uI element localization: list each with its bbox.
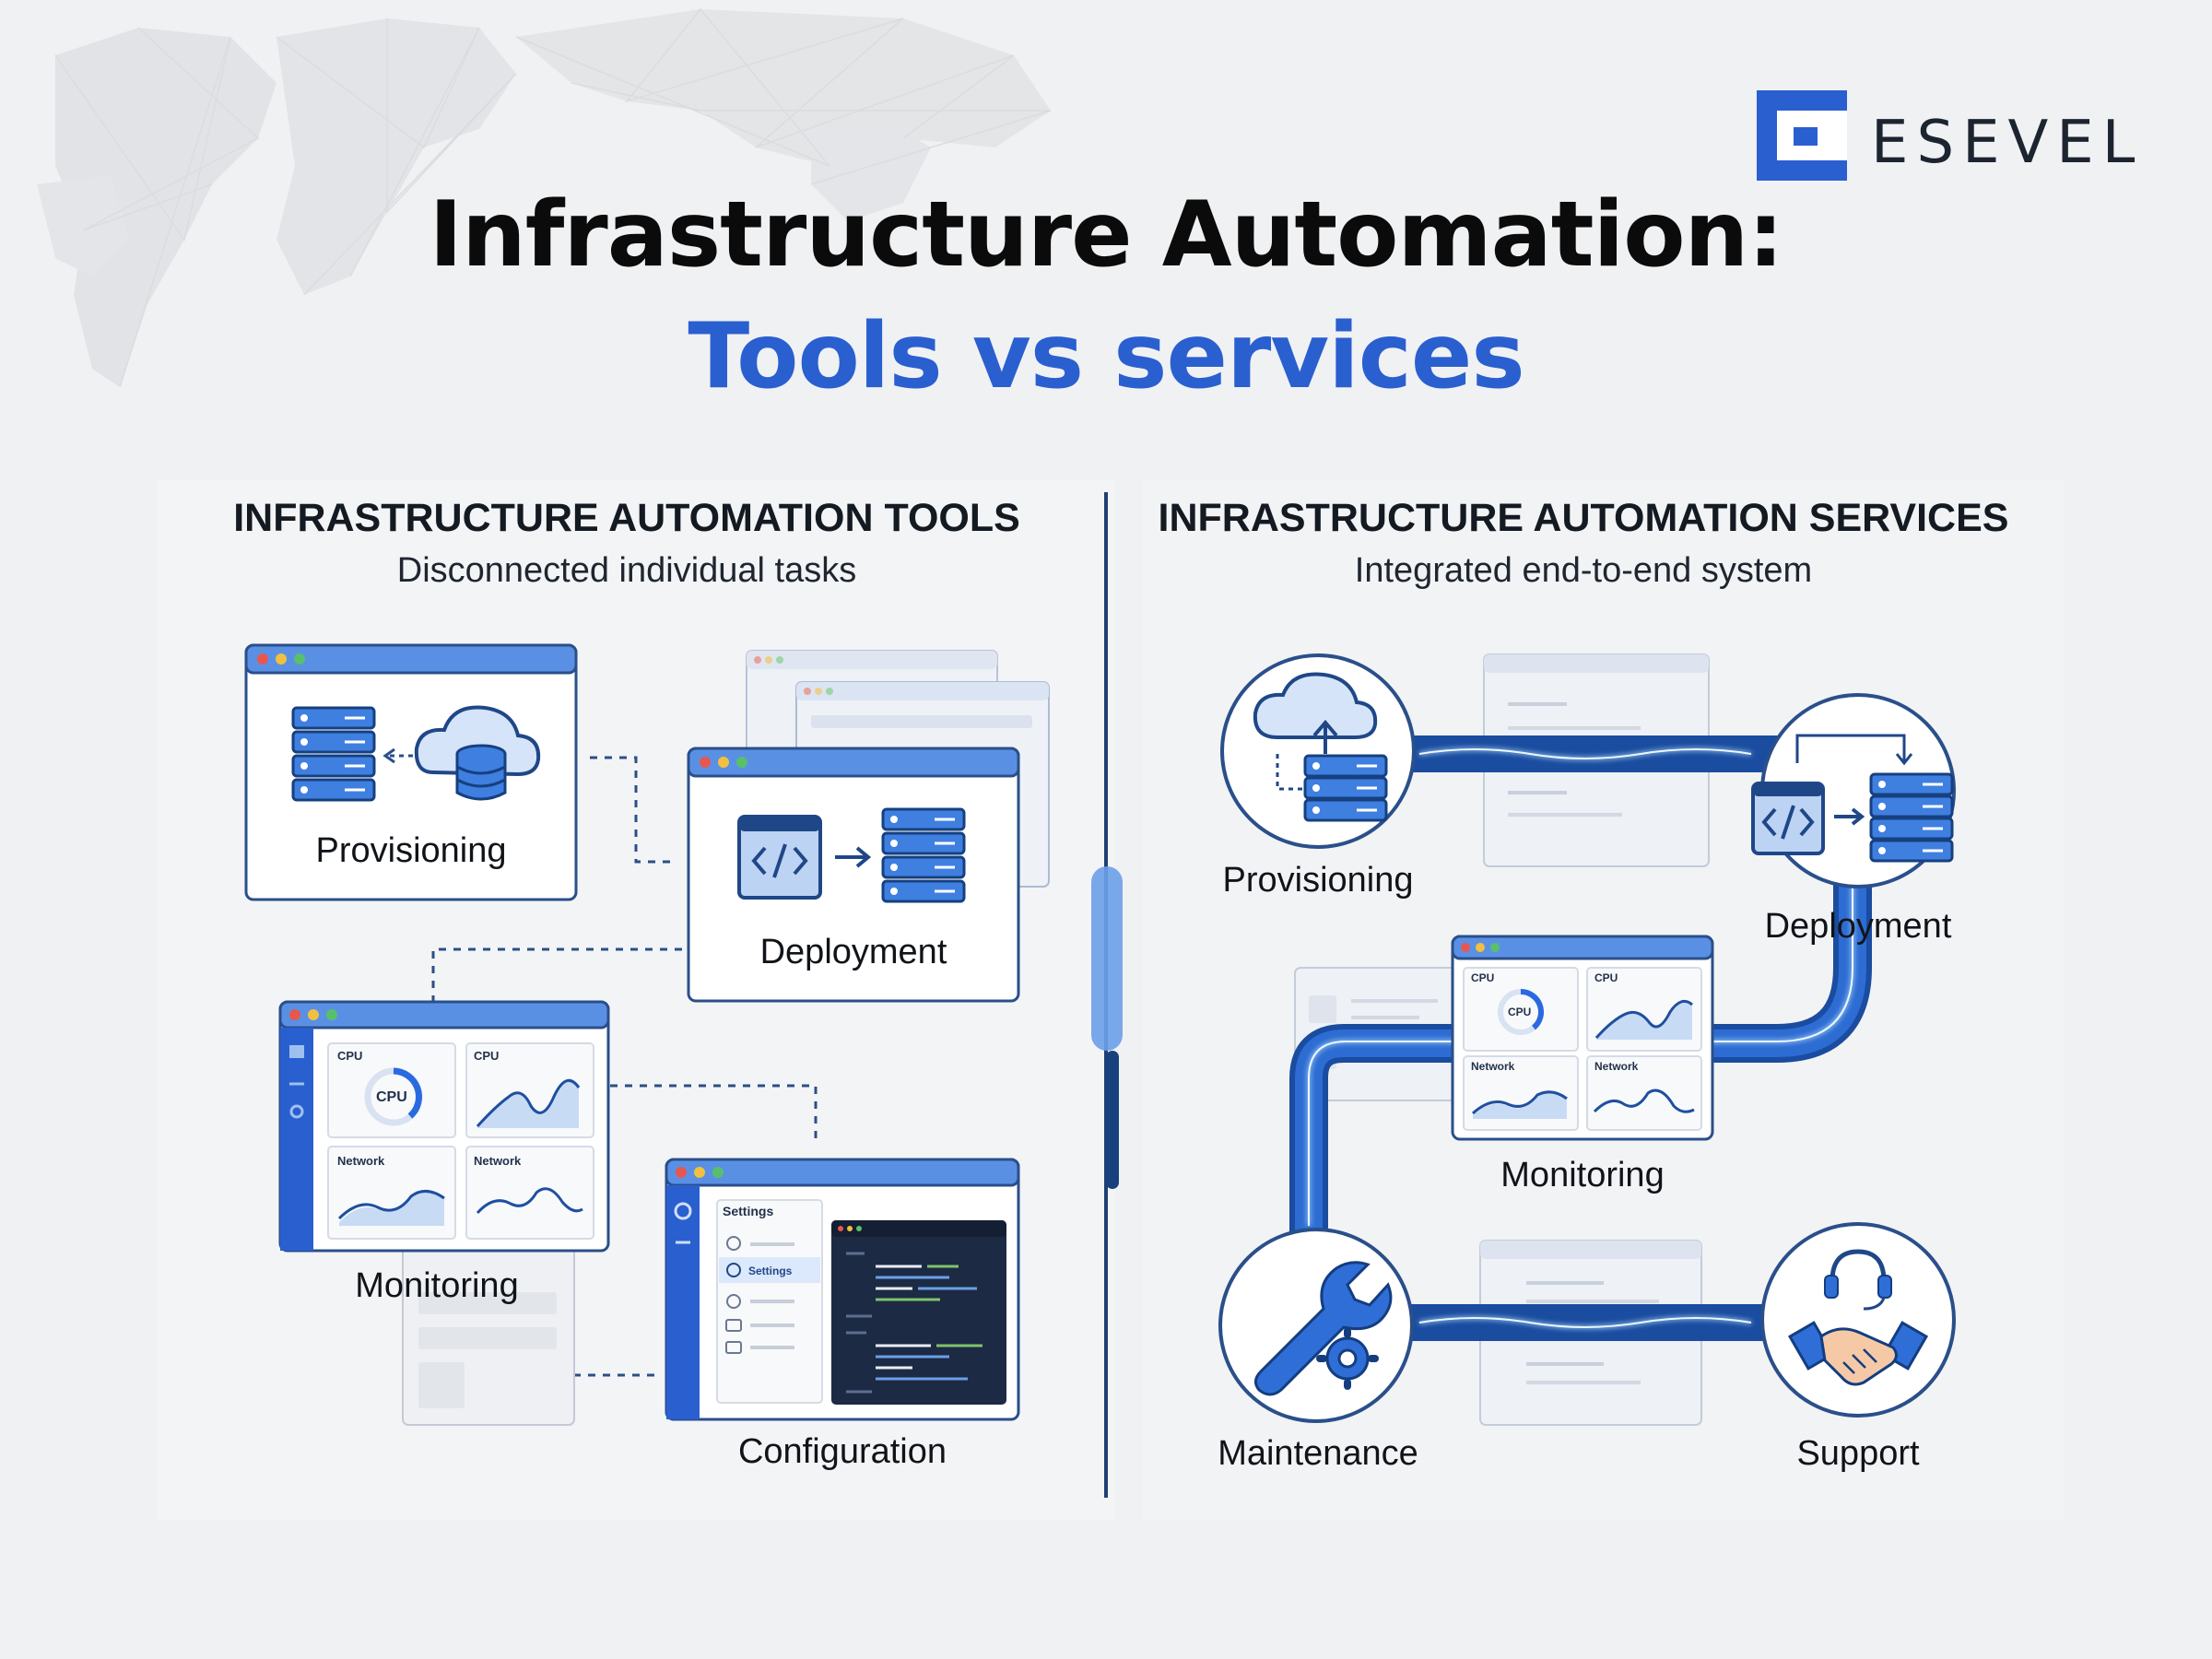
right-maintenance-circle bbox=[1218, 1228, 1414, 1423]
gear-icon bbox=[726, 1236, 741, 1309]
server-stack-icon bbox=[1869, 772, 1954, 863]
right-network-card-label: Network bbox=[1471, 1060, 1515, 1073]
code-window-icon bbox=[1751, 782, 1825, 855]
right-label-provisioning: Provisioning bbox=[1222, 861, 1414, 900]
right-heading: INFRASTRUCTURE AUTOMATION SERVICES bbox=[1158, 496, 2009, 540]
line-chart-icon bbox=[337, 1078, 583, 1226]
right-deployment-circle bbox=[1751, 693, 1956, 888]
left-monitoring-backpane bbox=[402, 1243, 575, 1426]
left-provisioning-window bbox=[244, 643, 578, 901]
cloud-database-icon bbox=[414, 705, 541, 801]
right-label-deployment: Deployment bbox=[1764, 907, 1952, 946]
arrow-right-icon bbox=[835, 846, 872, 868]
left-label-provisioning: Provisioning bbox=[315, 831, 507, 870]
left-cpu-gauge-label: CPU bbox=[376, 1089, 407, 1105]
left-network-chart-label: Network bbox=[474, 1154, 522, 1168]
code-editor-icon bbox=[831, 1220, 1006, 1405]
left-configuration-window bbox=[665, 1158, 1020, 1421]
right-subtitle: Integrated end-to-end system bbox=[1354, 551, 1813, 590]
right-provisioning-circle bbox=[1220, 653, 1416, 849]
left-cpu-chart-label: CPU bbox=[474, 1049, 500, 1063]
right-label-maintenance: Maintenance bbox=[1218, 1434, 1418, 1473]
settings-active-item: Settings bbox=[748, 1265, 793, 1277]
gauge-icon bbox=[364, 1067, 423, 1126]
gauge-icon bbox=[1498, 988, 1545, 1035]
right-support-circle bbox=[1760, 1222, 1956, 1418]
right-cpu-card-label: CPU bbox=[1471, 971, 1495, 984]
left-label-deployment: Deployment bbox=[759, 933, 947, 971]
page-title: Infrastructure Automation: bbox=[429, 182, 1784, 288]
left-monitoring-dashboard bbox=[278, 1000, 610, 1253]
world-map-background bbox=[37, 7, 1052, 388]
right-network-chart-label: Network bbox=[1594, 1060, 1639, 1073]
right-cpu-chart-label: CPU bbox=[1594, 971, 1618, 984]
left-cpu-card-label: CPU bbox=[337, 1049, 363, 1063]
right-monitoring-dashboard bbox=[1451, 935, 1714, 1141]
cloud-upload-icon bbox=[1253, 672, 1378, 791]
left-network-card-label: Network bbox=[337, 1154, 385, 1168]
headset-handshake-icon bbox=[1787, 1249, 1929, 1386]
logo-mark-icon bbox=[1757, 90, 1847, 181]
left-label-monitoring: Monitoring bbox=[355, 1266, 519, 1305]
code-window-icon bbox=[737, 815, 822, 900]
brand-name: ESEVEL bbox=[1871, 109, 2144, 177]
wrench-gear-icon bbox=[1254, 1261, 1393, 1396]
settings-panel-title: Settings bbox=[723, 1204, 774, 1218]
page-subtitle: Tools vs services bbox=[688, 304, 1524, 409]
left-label-configuration: Configuration bbox=[737, 1432, 947, 1471]
left-deployment-window bbox=[687, 747, 1020, 1003]
right-label-support: Support bbox=[1796, 1434, 1920, 1473]
integration-pipeline bbox=[1289, 735, 1872, 1341]
server-stack-icon bbox=[1303, 754, 1388, 822]
right-cpu-gauge-label: CPU bbox=[1508, 1006, 1532, 1018]
right-label-monitoring: Monitoring bbox=[1500, 1156, 1665, 1194]
left-heading: INFRASTRUCTURE AUTOMATION TOOLS bbox=[233, 496, 1020, 540]
left-subtitle: Disconnected individual tasks bbox=[396, 551, 857, 590]
line-chart-icon bbox=[1471, 999, 1695, 1119]
center-divider bbox=[1091, 492, 1123, 1498]
